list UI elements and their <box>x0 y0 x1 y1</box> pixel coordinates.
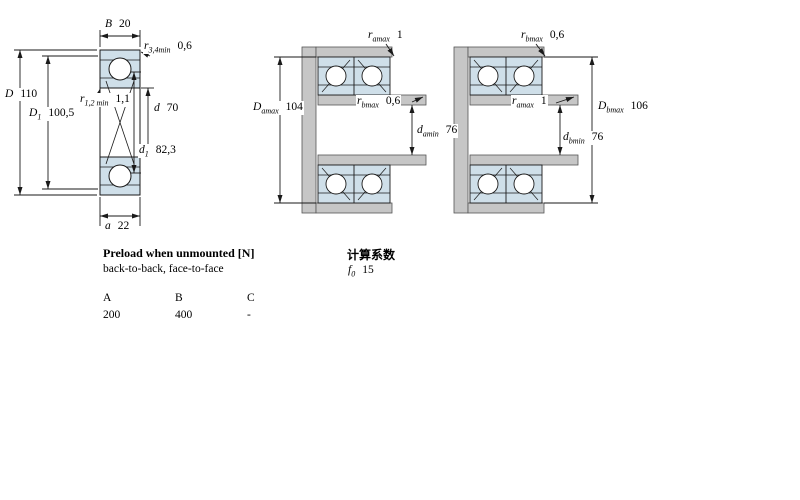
subscript: bmax <box>525 34 543 44</box>
symbol: r <box>368 29 373 41</box>
symbol: d <box>154 102 160 114</box>
dim-label-r12min: r1,2 min 1,1 <box>79 93 131 108</box>
value: 1,1 <box>115 93 130 105</box>
preload-title: Preload when unmounted [N] <box>103 246 255 260</box>
subscript: amax <box>516 100 534 110</box>
ball <box>108 164 132 188</box>
symbol: d <box>563 131 569 143</box>
dim-label-ramax-btb: ramax 1 <box>367 29 404 44</box>
symbol: D <box>29 107 38 119</box>
preload-subtitle: back-to-back, face-to-face <box>103 263 224 275</box>
rbmax-leader <box>535 43 546 57</box>
symbol: r <box>357 95 362 107</box>
symbol: D <box>5 88 14 100</box>
ball <box>325 65 347 87</box>
value: 82,3 <box>155 144 176 156</box>
dim-label-D: D 110 <box>4 88 39 102</box>
subscript: 1 <box>144 149 149 159</box>
subscript: 1 <box>37 112 42 122</box>
dim-label-rbmax-ftf: rbmax 0,6 <box>520 29 566 44</box>
symbol: r <box>521 29 526 41</box>
ball <box>361 173 383 195</box>
subscript: amin <box>422 129 439 139</box>
value: 0,6 <box>385 95 401 107</box>
dim-label-Damax: Damax 104 <box>252 101 304 116</box>
ball <box>513 65 535 87</box>
dim-label-a: a 22 <box>104 220 131 234</box>
dim-label-D1: D1 100,5 <box>28 107 76 122</box>
symbol: f <box>348 264 352 276</box>
rbmax-leader <box>411 96 424 103</box>
ball <box>477 173 499 195</box>
subscript: 3,4min <box>148 45 171 55</box>
calculation-title: 计算系数 <box>347 248 396 262</box>
ramax-leader <box>385 43 395 57</box>
value: 0,6 <box>177 40 192 52</box>
housing-strip <box>467 46 545 58</box>
symbol: B <box>105 18 113 30</box>
dim-label-damin: damin 76 <box>416 124 459 139</box>
ball <box>513 173 535 195</box>
value: 1 <box>396 29 403 41</box>
shaft-strip <box>317 154 427 166</box>
ball <box>108 57 132 81</box>
symbol: r <box>144 40 149 52</box>
preload-value-A: 200 <box>103 309 121 321</box>
shaft-strip <box>469 154 579 166</box>
preload-col-C: C <box>247 292 255 304</box>
subscript: amax <box>261 106 279 116</box>
symbol: D <box>253 101 262 113</box>
symbol: D <box>598 100 607 112</box>
housing-strip <box>315 202 393 214</box>
symbol: a <box>105 220 111 232</box>
face-to-face-figure <box>453 43 598 214</box>
dim-label-ramax-ftf: ramax 1 <box>511 95 548 110</box>
symbol: d <box>417 124 423 136</box>
value: 70 <box>166 102 179 114</box>
preload-col-B: B <box>175 292 183 304</box>
ball <box>325 173 347 195</box>
value: 0,6 <box>549 29 565 41</box>
dim-label-rbmax-btb: rbmax 0,6 <box>356 95 402 110</box>
ramax-leader <box>555 96 575 104</box>
subscript: bmin <box>568 136 585 146</box>
value: 76 <box>591 131 604 143</box>
subscript: amax <box>372 34 390 44</box>
back-to-back-dimension-lines <box>274 43 424 204</box>
ball <box>477 65 499 87</box>
dim-label-d: d 70 <box>153 102 180 116</box>
symbol: d <box>139 144 145 156</box>
value: 15 <box>362 264 374 276</box>
subscript: bmax <box>606 105 624 115</box>
subscript: bmax <box>361 100 379 110</box>
back-to-back-figure <box>274 43 427 214</box>
housing-strip <box>467 202 545 214</box>
face-to-face-dimension-lines <box>535 43 598 204</box>
value: 106 <box>630 100 648 112</box>
housing-strip <box>315 46 393 58</box>
f0-factor: f0 15 <box>347 264 375 278</box>
value: 76 <box>445 124 458 136</box>
value: 22 <box>117 220 130 232</box>
dim-label-dbmin: dbmin 76 <box>562 131 605 146</box>
housing-end-cap <box>301 46 317 214</box>
dim-label-d1: d1 82,3 <box>138 144 177 159</box>
dim-label-Dbmax: Dbmax 106 <box>597 100 649 115</box>
value: 110 <box>20 88 38 100</box>
value: 1 <box>540 95 547 107</box>
value: 20 <box>119 18 131 30</box>
dim-label-r34min: r3,4min 0,6 <box>143 40 193 55</box>
symbol: r <box>80 93 85 105</box>
preload-value-C: - <box>247 309 251 321</box>
subscript: 0 <box>351 269 356 279</box>
value: 104 <box>285 101 303 113</box>
preload-col-A: A <box>103 292 112 304</box>
symbol: r <box>512 95 517 107</box>
ball <box>361 65 383 87</box>
value: 100,5 <box>48 107 75 119</box>
dim-label-B: B 20 <box>104 18 132 32</box>
subscript: 1,2 min <box>84 98 109 108</box>
preload-value-B: 400 <box>175 309 193 321</box>
